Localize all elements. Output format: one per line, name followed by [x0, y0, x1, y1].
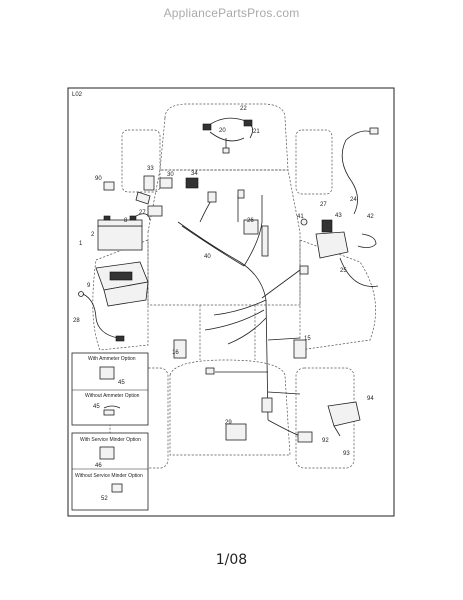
callout-94: 94 — [367, 396, 374, 402]
callout-9: 9 — [87, 283, 91, 289]
tractor-outline — [92, 103, 376, 469]
ammeter-part — [99, 366, 115, 380]
ammeter-with-label: With Ammeter Option — [88, 356, 136, 362]
callout-34: 34 — [191, 171, 198, 177]
callout-24: 24 — [350, 197, 357, 203]
ground-cable — [78, 291, 125, 342]
page-number: 1/08 — [215, 552, 248, 568]
headlight-assembly — [202, 117, 253, 154]
callout-20: 20 — [219, 128, 226, 134]
minder-with-label: With Service Minder Option — [80, 437, 141, 443]
diagram-frame — [67, 87, 395, 517]
ammeter-option-box: With Ammeter Option 45 Without Ammeter O… — [71, 352, 149, 426]
upper-left-parts — [103, 175, 269, 257]
battery-tray — [95, 261, 149, 307]
ammeter-without-part: 45 — [93, 404, 100, 410]
callout-16: 16 — [172, 350, 179, 356]
diagram-code: L02 — [72, 92, 83, 98]
lower-parts — [173, 339, 361, 443]
minder-option-box: With Service Minder Option 46 Without Se… — [71, 432, 149, 511]
callout-30: 30 — [167, 172, 174, 178]
callout-2: 2 — [91, 232, 95, 238]
callout-90: 90 — [95, 176, 102, 182]
battery — [97, 213, 151, 251]
callout-27: 27 — [139, 210, 146, 216]
ammeter-with-part: 45 — [118, 380, 125, 386]
callout-1: 1 — [79, 241, 83, 247]
ammeter-without-label: Without Ammeter Option — [85, 393, 140, 399]
callout-93: 93 — [343, 451, 350, 457]
callout-15: 15 — [304, 336, 311, 342]
right-side-parts — [299, 127, 379, 287]
callout-42: 42 — [367, 214, 374, 220]
callout-43: 43 — [335, 213, 342, 219]
callout-92: 92 — [322, 438, 329, 444]
callouts: 22 20 21 33 30 34 90 27 8 2 1 9 26 40 41… — [73, 106, 374, 457]
callout-33: 33 — [147, 166, 154, 172]
callout-26: 26 — [247, 218, 254, 224]
callout-28: 28 — [73, 318, 80, 324]
callout-29: 29 — [225, 420, 232, 426]
callout-22: 22 — [240, 106, 247, 112]
callout-21: 21 — [253, 129, 260, 135]
minder-with-part: 46 — [95, 463, 102, 469]
callout-40: 40 — [204, 254, 211, 260]
minder-without-label: Without Service Minder Option — [75, 473, 143, 479]
minder-part — [99, 446, 115, 460]
callout-27b: 27 — [320, 202, 327, 208]
wire-harness — [177, 195, 301, 437]
callout-41: 41 — [297, 214, 304, 220]
callout-8a: 8 — [124, 218, 128, 224]
minder-without-part: 52 — [101, 496, 108, 502]
site-watermark: AppliancePartsPros.com — [163, 6, 300, 20]
callout-25: 25 — [340, 268, 347, 274]
